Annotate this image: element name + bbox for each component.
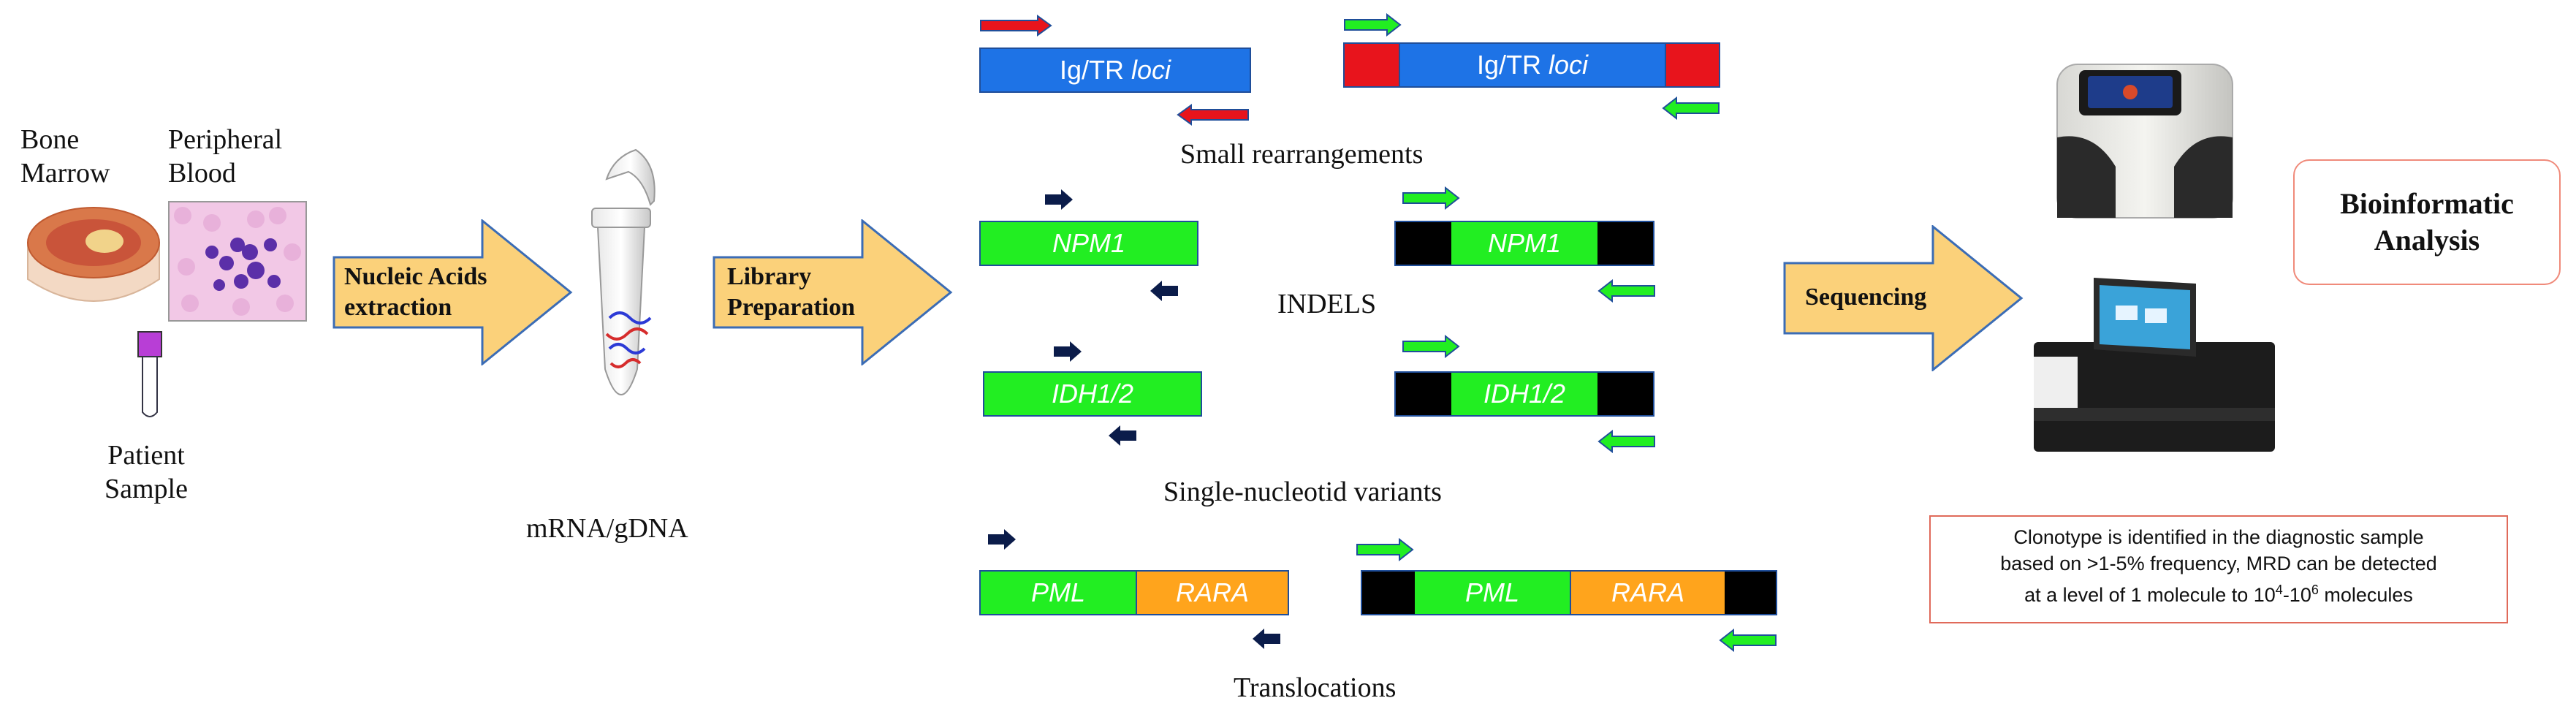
note-sup2: 6 (2311, 583, 2319, 597)
primer-reverse-green-arrow (1662, 96, 1720, 120)
primer-forward-green-arrow-trans (1356, 538, 1414, 561)
note-line3: at a level of 1 molecule to 104-106 mole… (1942, 577, 2495, 608)
bone-marrow-label: Bone Marrow (20, 123, 110, 190)
extraction-line2: extraction (344, 294, 452, 321)
primer-reverse-green-arrow-trans (1719, 629, 1777, 652)
ig-tr-loci-bar-right: Ig/TR loci (1343, 42, 1720, 88)
idh-segment: IDH1/2 (984, 373, 1201, 415)
note-line3-c: molecules (2318, 584, 2413, 606)
nucleic-acids-extraction-arrow: Nucleic Acids extraction (333, 219, 574, 365)
pml-segment-right: PML (1415, 572, 1570, 614)
indel-flank-left (1396, 222, 1451, 265)
patient-line2: Sample (105, 474, 188, 504)
bioinformatic-line2: Analysis (2374, 224, 2480, 257)
primer-forward-green-arrow (1344, 13, 1402, 37)
primer-forward-navy-arrow (1045, 189, 1073, 210)
library-line1: Library (727, 263, 812, 290)
snv-flank-right (1597, 373, 1653, 415)
primer-forward-green-arrow-snv (1402, 335, 1460, 358)
rara-segment-right: RARA (1570, 572, 1725, 614)
patient-line1: Patient (107, 440, 185, 471)
bone-marrow-line2: Marrow (20, 158, 110, 189)
library-preparation-arrow: Library Preparation (713, 219, 954, 365)
mrna-gdna-label: mRNA/gDNA (526, 513, 688, 544)
ig-tr-loci-segment: Ig/TR loci (981, 49, 1250, 91)
clonotype-note-box: Clonotype is identified in the diagnosti… (1929, 515, 2508, 623)
rearranged-end-left (1345, 44, 1399, 86)
sequencer-device-icon (2056, 64, 2233, 219)
blood-tube-icon (137, 331, 162, 417)
peripheral-blood-label: Peripheral Blood (168, 123, 282, 190)
primer-reverse-navy-arrow-trans (1253, 629, 1280, 649)
primer-forward-navy-arrow-trans (988, 529, 1016, 550)
translocation-flank-left (1362, 572, 1415, 614)
indels-label: INDELS (1277, 289, 1377, 319)
note-sup1: 4 (2275, 583, 2283, 597)
primer-reverse-green-arrow-snv (1597, 430, 1655, 453)
rearranged-end-right (1665, 44, 1719, 86)
locus-prefix-right: Ig/TR (1476, 50, 1549, 80)
primer-reverse-navy-arrow (1150, 281, 1178, 301)
extraction-line1: Nucleic Acids (344, 263, 487, 290)
primer-reverse-navy-arrow-snv (1109, 425, 1136, 446)
translocations-label: Translocations (1234, 672, 1397, 703)
small-rearrangements-label: Small rearrangements (1180, 139, 1424, 170)
npm1-bar-right: NPM1 (1394, 221, 1654, 266)
note-line3-b: -10 (2282, 584, 2311, 606)
locus-prefix: Ig/TR (1059, 55, 1131, 85)
note-line1: Clonotype is identified in the diagnosti… (2013, 526, 2424, 548)
snv-flank-left (1396, 373, 1451, 415)
primer-forward-navy-arrow-snv (1054, 341, 1082, 362)
patient-sample-label: Patient Sample (80, 439, 212, 506)
note-line2: based on >1-5% frequency, MRD can be det… (2000, 553, 2437, 574)
blood-smear-image (168, 201, 307, 322)
eppendorf-tube-icon (591, 148, 656, 395)
idh-bar-right: IDH1/2 (1394, 371, 1654, 417)
idh-bar-left: IDH1/2 (983, 371, 1202, 417)
note-line3-a: at a level of 1 molecule to 10 (2024, 584, 2276, 606)
bioinformatic-line1: Bioinformatic (2340, 187, 2514, 220)
peripheral-line1: Peripheral (168, 124, 283, 155)
library-line2: Preparation (727, 294, 856, 321)
peripheral-line2: Blood (168, 158, 236, 189)
translocation-flank-right (1725, 572, 1776, 614)
sequencing-arrow: Sequencing (1783, 225, 2024, 371)
rara-segment: RARA (1136, 572, 1288, 614)
sequencing-label: Sequencing (1805, 284, 1927, 311)
npm1-bar-left: NPM1 (979, 221, 1198, 266)
sequencer-benchtop-icon (2034, 278, 2275, 452)
primer-reverse-green-arrow-indel (1597, 279, 1655, 303)
npm1-segment-right: NPM1 (1451, 222, 1597, 265)
primer-forward-arrow (980, 15, 1052, 37)
pml-segment: PML (981, 572, 1136, 614)
bone-marrow-line1: Bone (20, 124, 80, 155)
ig-tr-loci-segment-right: Ig/TR loci (1399, 44, 1665, 86)
pml-rara-bar-left: PML RARA (979, 570, 1289, 615)
locus-italic: loci (1131, 55, 1171, 85)
bioinformatic-analysis-box: Bioinformatic Analysis (2293, 159, 2561, 285)
npm1-segment: NPM1 (981, 222, 1197, 265)
bone-marrow-icon (27, 207, 160, 302)
ig-tr-loci-bar-left: Ig/TR loci (979, 48, 1251, 93)
primer-forward-green-arrow-indel (1402, 186, 1460, 210)
locus-italic-right: loci (1548, 50, 1589, 80)
pml-rara-bar-right: PML RARA (1361, 570, 1777, 615)
primer-reverse-arrow (1177, 104, 1249, 126)
indel-flank-right (1597, 222, 1653, 265)
idh-segment-right: IDH1/2 (1451, 373, 1597, 415)
snv-label: Single-nucleotid variants (1163, 477, 1442, 507)
